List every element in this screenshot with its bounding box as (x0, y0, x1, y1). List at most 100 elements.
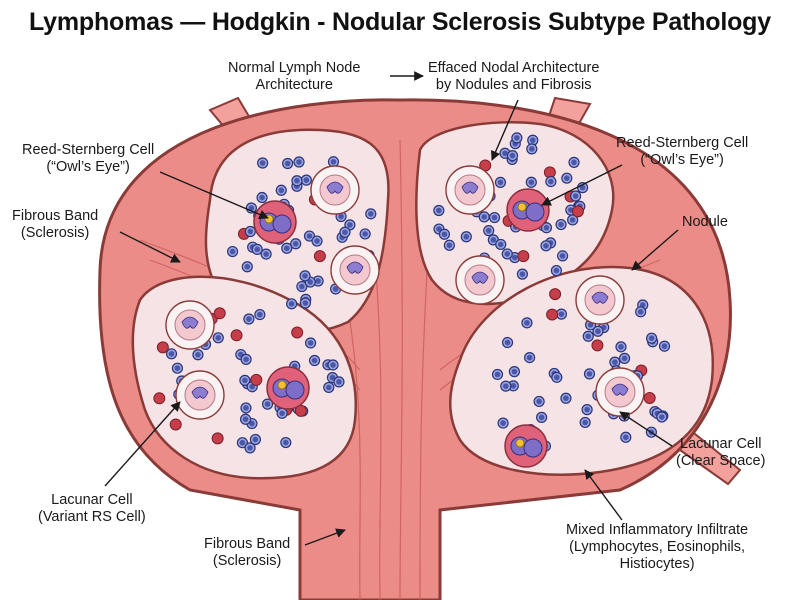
lymphocyte-nucleus (584, 406, 590, 413)
eosinophil (291, 326, 304, 339)
rs-nucleolus (515, 438, 525, 448)
lymphocyte-nucleus (548, 178, 554, 185)
lymphocyte-nucleus (446, 242, 453, 249)
lymphocyte-nucleus (504, 339, 511, 346)
lymphocyte-nucleus (529, 137, 536, 144)
lymphocyte-nucleus (195, 351, 201, 358)
label-lacunar-cell-right: Lacunar Cell (Clear Space) (676, 436, 766, 469)
lymphocyte-nucleus (554, 374, 560, 381)
lymphocyte-nucleus (330, 362, 336, 368)
lymphocyte-nucleus (292, 240, 299, 247)
lymphocyte-nucleus (244, 263, 251, 270)
eosinophil (250, 373, 263, 386)
lymphocyte-nucleus (511, 254, 518, 261)
lymphocyte-nucleus (294, 177, 300, 184)
eosinophil (213, 307, 226, 320)
lymphocyte-nucleus (504, 251, 511, 257)
lymphocyte-nucleus (243, 405, 249, 411)
lymphocyte-nucleus (558, 221, 564, 228)
lymphocyte-nucleus (174, 365, 181, 371)
lymphocyte-nucleus (526, 354, 533, 361)
lymphocyte-nucleus (497, 179, 504, 186)
eosinophil (169, 418, 182, 431)
lymphocyte-nucleus (612, 359, 618, 365)
lymphocyte-nucleus (502, 150, 508, 157)
lymphocyte-nucleus (569, 217, 576, 223)
lymphocyte-nucleus (497, 241, 504, 248)
lymphocyte-nucleus (648, 335, 655, 342)
lymphocyte-nucleus (279, 410, 285, 417)
eosinophil (571, 205, 584, 218)
lymphocyte-nucleus (264, 401, 271, 407)
lymphocyte-nucleus (543, 242, 549, 249)
lymphocyte-nucleus (558, 311, 565, 317)
label-fibrous-band-upper: Fibrous Band (Sclerosis) (12, 208, 99, 241)
lymphocyte-nucleus (303, 177, 310, 183)
lymphocyte-nucleus (502, 383, 509, 389)
lymphocyte-nucleus (307, 340, 314, 346)
lymphocyte-nucleus (637, 309, 644, 315)
lymphocyte-nucleus (329, 374, 336, 381)
lymphocyte-nucleus (491, 214, 498, 221)
lymphocyte-nucleus (538, 414, 545, 421)
lymphocyte-nucleus (239, 439, 246, 446)
lymphocyte-nucleus (463, 233, 470, 240)
eosinophil (643, 391, 656, 404)
lymphocyte-nucleus (257, 311, 263, 318)
lymphocyte-nucleus (296, 159, 302, 165)
lymphocyte-nucleus (247, 445, 253, 451)
label-arrows (104, 71, 679, 546)
lymphocyte-nucleus (362, 231, 368, 237)
lymphocyte-nucleus (325, 384, 332, 391)
lymphocyte-nucleus (338, 213, 344, 220)
lymphocyte-nucleus (563, 175, 570, 181)
eosinophil (313, 250, 326, 263)
lymphocyte-nucleus (249, 420, 255, 427)
eosinophil (546, 308, 559, 321)
lymphocyte-nucleus (288, 301, 295, 307)
cell-population (153, 132, 671, 468)
lymphocyte-nucleus (536, 398, 542, 405)
label-lacunar-cell-left: Lacunar Cell (Variant RS Cell) (38, 492, 146, 525)
lymphocyte-nucleus (500, 420, 506, 426)
lymphocyte-nucleus (543, 224, 550, 231)
lymphocyte-nucleus (229, 248, 236, 255)
rs-nucleus (525, 202, 545, 222)
eosinophil (230, 329, 243, 342)
label-rs-cell-left: Reed-Sternberg Cell (“Owl’s Eye”) (22, 142, 155, 175)
lymphocyte-nucleus (509, 152, 516, 159)
lacunar-nucleus (326, 181, 344, 194)
lymphocyte-nucleus (299, 283, 305, 290)
lymphocyte-nucleus (168, 350, 175, 357)
lymphocyte-nucleus (336, 379, 342, 385)
lacunar-nucleus (591, 291, 609, 304)
rs-nucleolus (277, 380, 287, 390)
lymphocyte-nucleus (595, 328, 601, 335)
lymphocyte-nucleus (347, 222, 353, 228)
lymphocyte-nucleus (481, 214, 488, 220)
lymphocyte-nucleus (259, 194, 265, 201)
label-fibrous-band-lower: Fibrous Band (Sclerosis) (204, 536, 291, 569)
eosinophil (156, 341, 169, 354)
eosinophil (549, 288, 562, 301)
lymphocyte-nucleus (519, 271, 526, 277)
lymphocyte-nucleus (259, 160, 266, 166)
lymphocyte-nucleus (254, 246, 261, 253)
lymphocyte-nucleus (572, 193, 579, 199)
lacunar-nucleus (611, 383, 629, 396)
lymphocyte-nucleus (246, 316, 252, 322)
lymphocyte-nucleus (618, 344, 624, 350)
lymphocyte-nucleus (586, 371, 593, 377)
page-title: Lymphomas — Hodgkin - Nodular Sclerosis … (29, 8, 771, 36)
lymphocyte-nucleus (563, 395, 569, 402)
lymphocyte-nucleus (494, 371, 501, 378)
lymphocyte-nucleus (587, 322, 594, 328)
lymphocyte-nucleus (302, 300, 309, 306)
lymphocyte-nucleus (511, 368, 518, 375)
lymphocyte-nucleus (306, 233, 313, 239)
lymphocyte-nucleus (283, 439, 289, 446)
lymphocyte-nucleus (571, 159, 577, 166)
lymphocyte-nucleus (579, 184, 586, 191)
lacunar-nucleus (461, 181, 479, 194)
lymphocyte-nucleus (307, 279, 314, 285)
